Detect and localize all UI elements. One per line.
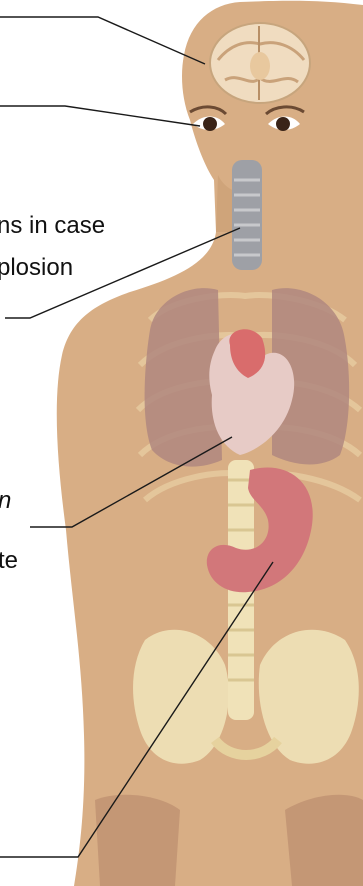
trachea-icon (232, 160, 262, 270)
brain-icon (210, 23, 310, 103)
label-lung-line1: n (0, 486, 11, 516)
leader-line-eye (0, 106, 200, 126)
label-blast-line1: ns in case (0, 211, 105, 241)
label-blast-line2: plosion (0, 253, 73, 283)
label-lung-line2: te (0, 546, 18, 576)
leader-line-brain (0, 17, 205, 64)
